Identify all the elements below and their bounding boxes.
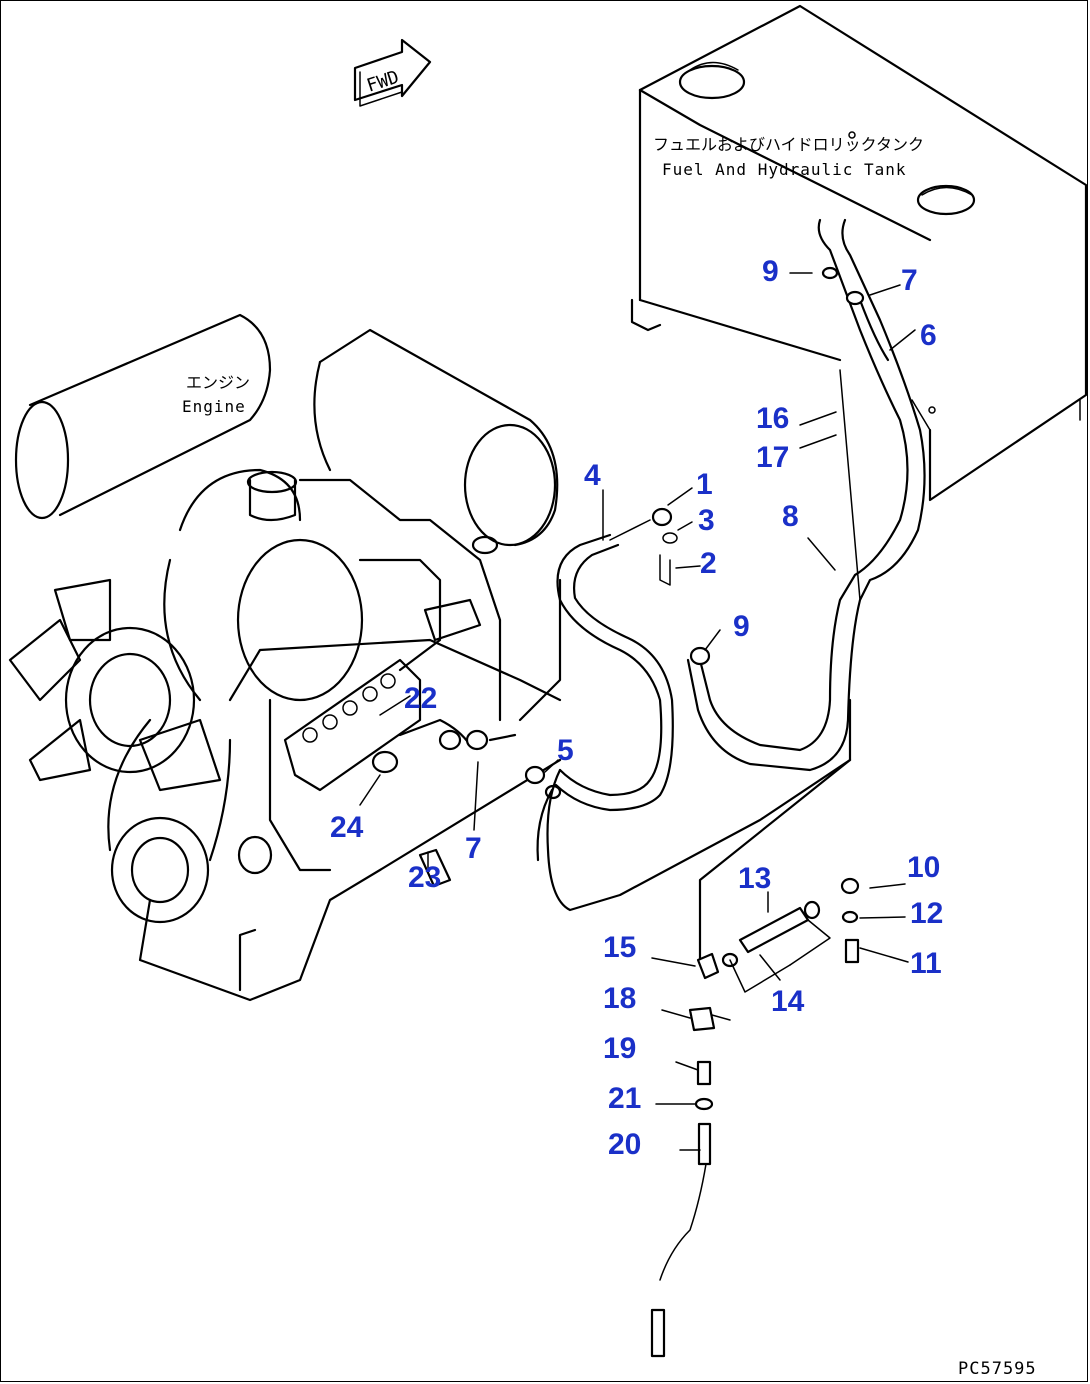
callout-17: 17	[756, 441, 790, 474]
fwd-arrow-icon: FWD	[353, 38, 432, 107]
callout-11: 11	[910, 947, 942, 980]
callout-10: 10	[907, 851, 941, 884]
tank-drawing	[630, 4, 1088, 502]
engine-label-jp: エンジン	[186, 373, 250, 392]
tank-label-en: Fuel And Hydraulic Tank	[662, 160, 907, 179]
fuel-line-4	[536, 507, 852, 912]
callout-23: 23	[408, 861, 442, 894]
callout-20: 20	[608, 1128, 642, 1161]
tank-label-jp: フュエルおよびハイドロリックタンク	[653, 135, 924, 154]
callout-16: 16	[756, 402, 790, 435]
engine-label-en: Engine	[182, 397, 246, 416]
callout-13: 13	[738, 862, 772, 895]
callout-5: 5	[557, 734, 574, 767]
callout-9-lower: 9	[733, 610, 750, 643]
callout-6: 6	[920, 319, 937, 352]
callout-7-upper: 7	[901, 264, 918, 297]
callout-15: 15	[603, 931, 637, 964]
callout-8: 8	[782, 500, 799, 533]
tank-hoses	[686, 218, 926, 772]
callout-1: 1	[696, 468, 713, 501]
engine-drawing	[8, 313, 562, 1002]
callout-21: 21	[608, 1082, 642, 1115]
callout-7-lower: 7	[465, 832, 482, 865]
drawing-code: PC57595	[958, 1359, 1037, 1379]
callout-12: 12	[910, 897, 944, 930]
callout-22: 22	[404, 682, 438, 715]
callout-19: 19	[603, 1032, 637, 1065]
callout-18: 18	[603, 982, 637, 1015]
callout-14: 14	[771, 985, 805, 1018]
drain-fittings	[650, 698, 860, 1358]
fwd-label: FWD	[364, 67, 401, 97]
callout-4: 4	[584, 459, 601, 492]
callout-9-upper: 9	[762, 255, 779, 288]
leader-lines	[359, 272, 916, 1151]
callout-2: 2	[700, 547, 717, 580]
callout-3: 3	[698, 504, 715, 537]
callout-24: 24	[330, 811, 364, 844]
